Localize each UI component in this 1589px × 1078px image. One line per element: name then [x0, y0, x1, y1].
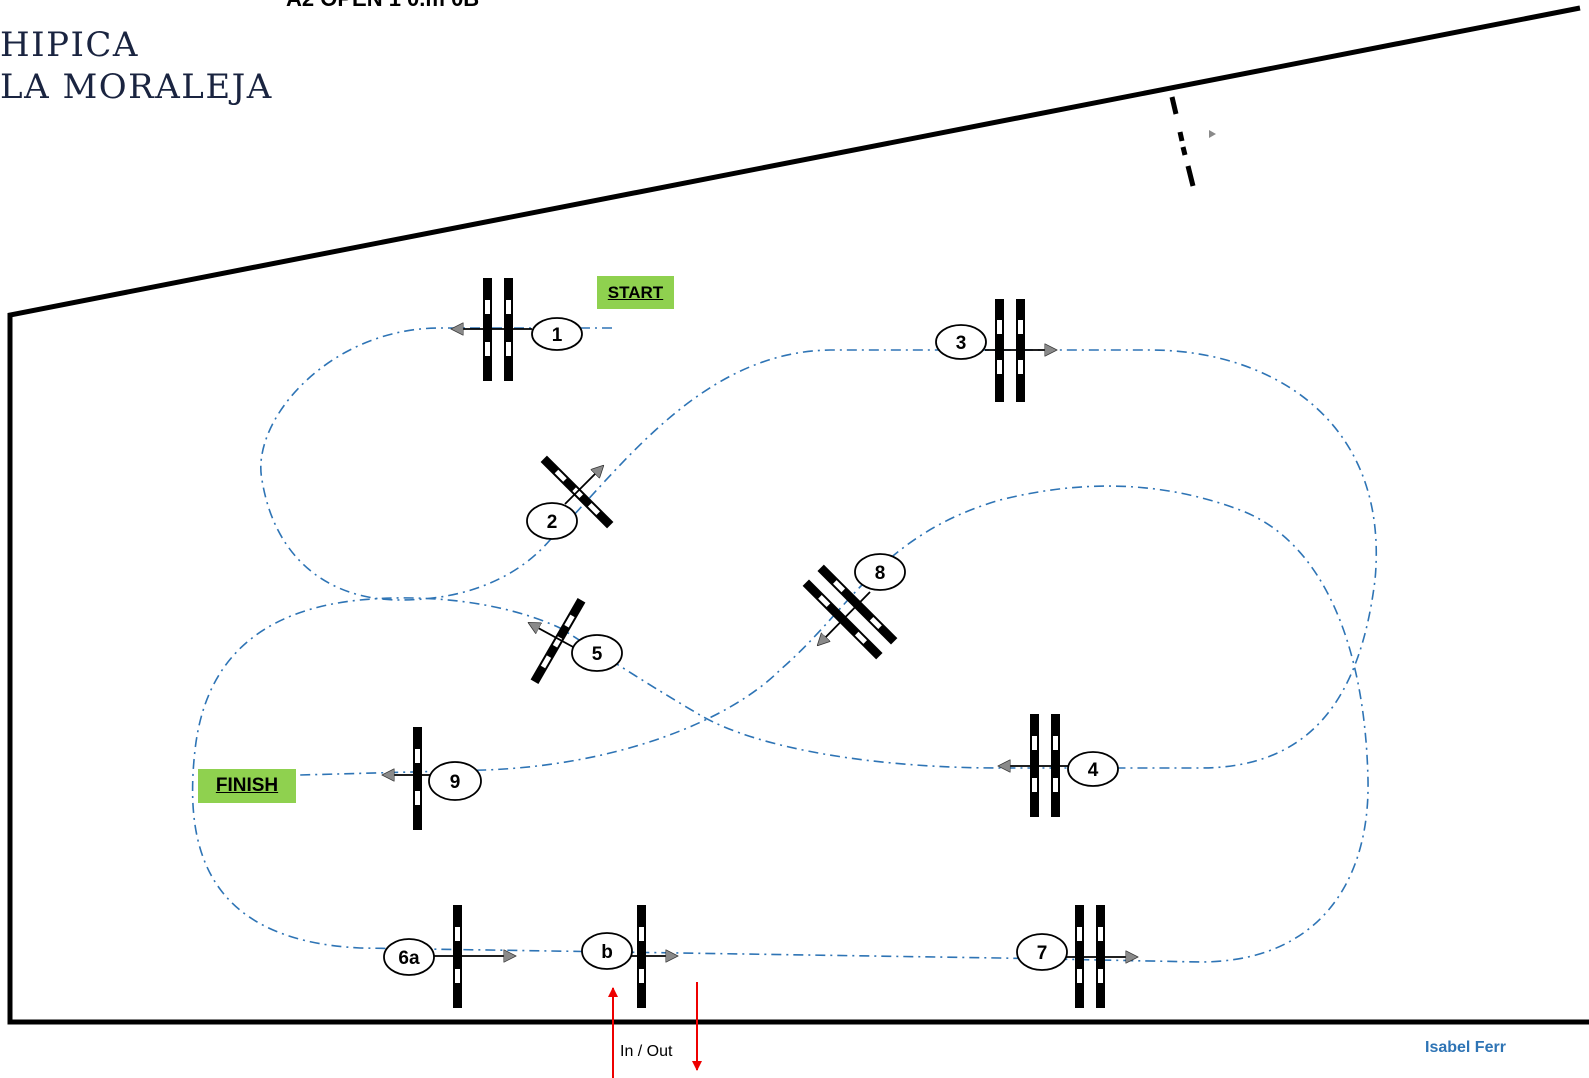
obstacle-3: 3 [935, 299, 1056, 402]
obstacle-4: 4 [999, 714, 1119, 817]
obstacle-b-number: b [601, 942, 613, 963]
arena-boundary [7, 5, 1589, 1025]
obstacle-9-number: 9 [450, 772, 461, 793]
obstacle-3-number: 3 [956, 333, 967, 354]
obstacle-8: 8 [802, 553, 906, 660]
obstacle-2: 2 [526, 455, 614, 540]
obstacle-1: 1 [452, 278, 583, 381]
course-title: A2 OPEN 1 0.m 0B [286, 0, 479, 12]
finish-label: FINISH [198, 769, 296, 803]
obstacle-b: b [581, 905, 677, 1008]
brand-logo: HIPICA LA MORALEJA [0, 24, 273, 108]
obstacle-1-number: 1 [552, 325, 563, 346]
obstacle-6a: 6a [383, 905, 515, 1008]
obstacle-5: 5 [529, 598, 623, 684]
brand-line-2: LA MORALEJA [0, 67, 273, 107]
brand-line-1: HIPICA [0, 25, 139, 65]
obstacle-9: 9 [383, 727, 482, 830]
obstacle-2-number: 2 [547, 512, 558, 533]
in-out-arrows [608, 982, 702, 1078]
obstacle-4-number: 4 [1088, 760, 1099, 781]
arena-gate [1169, 96, 1196, 187]
obstacle-6a-number: 6a [398, 948, 420, 969]
author-credit: Isabel Ferr [1425, 1039, 1506, 1056]
course-track [191, 327, 1378, 963]
gate-arrow-icon [1209, 130, 1216, 138]
obstacle-5-number: 5 [592, 644, 603, 665]
start-label: START [597, 276, 674, 309]
obstacle-7-number: 7 [1037, 943, 1048, 964]
obstacle-8-number: 8 [875, 563, 886, 584]
obstacle-7: 7 [1016, 905, 1137, 1008]
in-out-label: In / Out [620, 1043, 673, 1060]
